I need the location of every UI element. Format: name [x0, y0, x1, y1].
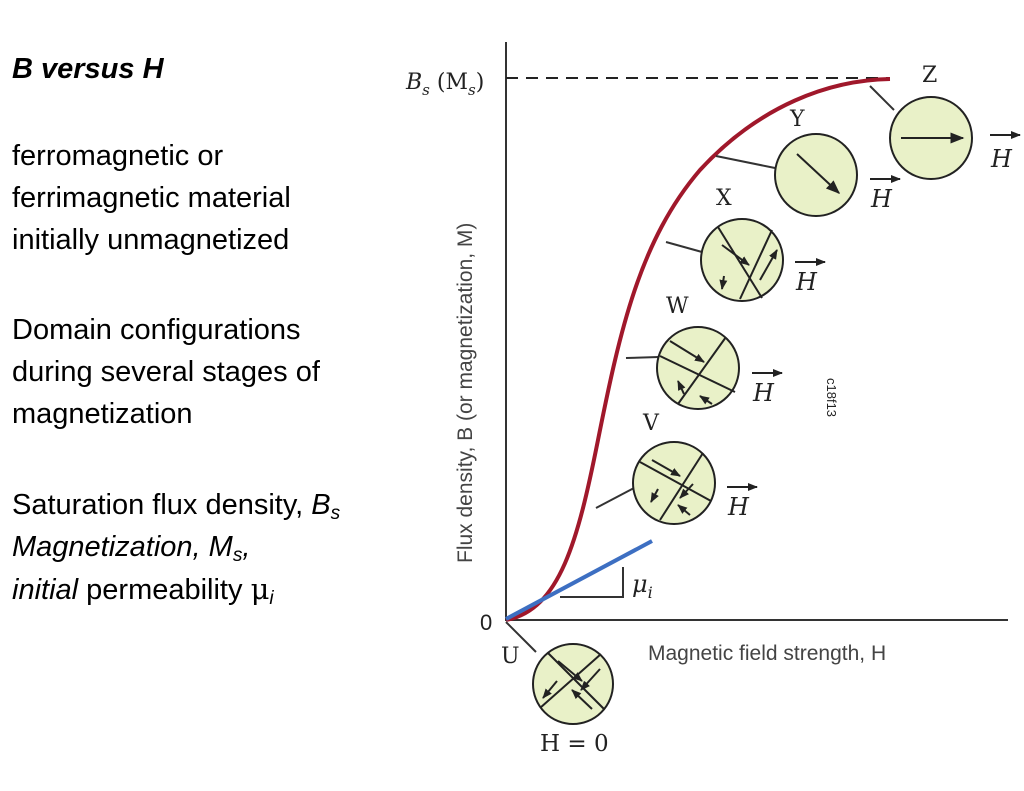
- leader-u: [505, 621, 537, 653]
- stage-label-z: Z: [922, 63, 937, 88]
- magnetization-subscript: s: [232, 544, 243, 566]
- figure-code: c18f13: [824, 378, 839, 417]
- domain-circle-z: [889, 96, 973, 180]
- domain-description: Domain configurations during several sta…: [12, 309, 320, 435]
- stage-label-x: X: [716, 186, 732, 211]
- domain-line: Domain configurations: [12, 314, 301, 346]
- initial-slope-line: [505, 539, 653, 621]
- field-label-x: H: [795, 268, 818, 296]
- material-line: initially unmagnetized: [12, 224, 290, 256]
- permeability-line: initial permeability μi: [12, 568, 340, 611]
- domain-circle-y: [774, 133, 858, 217]
- saturation-text: Saturation flux density,: [12, 489, 312, 521]
- saturation-subscript: s: [330, 502, 341, 524]
- domain-circle-v: [632, 441, 716, 525]
- field-label-w: H: [752, 379, 775, 407]
- leader-w: [625, 356, 660, 359]
- magnetization-comma: ,: [242, 531, 251, 563]
- material-description: ferromagnetic or ferrimagnetic material …: [12, 135, 291, 261]
- stage-label-w: W: [666, 294, 689, 319]
- stage-label-u: U: [501, 644, 520, 669]
- domain-circle-x: [700, 218, 784, 302]
- domain-line: magnetization: [12, 398, 193, 430]
- origin-label: 0: [480, 610, 492, 635]
- leader-z: [869, 85, 895, 111]
- property-list: Saturation flux density, Bs Magnetizatio…: [12, 484, 340, 611]
- stage-label-y: Y: [789, 107, 805, 132]
- permeability-subscript: i: [269, 587, 274, 609]
- domain-line: during several stages of: [12, 356, 320, 388]
- domain-circle-u: [532, 643, 614, 725]
- x-axis-label: Magnetic field strength, H: [648, 642, 886, 665]
- title: B versus H: [12, 53, 164, 85]
- stage-label-v: V: [642, 411, 660, 436]
- field-label-y: H: [870, 185, 893, 213]
- leader-y: [715, 155, 776, 169]
- magnetization-text: Magnetization, M: [12, 531, 233, 563]
- slope-triangle: [560, 567, 624, 598]
- leader-v: [595, 487, 635, 509]
- saturation-line: Saturation flux density, Bs: [12, 484, 340, 526]
- field-label-z: H: [990, 145, 1013, 173]
- material-line: ferromagnetic or: [12, 140, 224, 172]
- field-label-v: H: [727, 493, 750, 521]
- saturation-axis-label: Bs (Ms): [405, 70, 484, 99]
- zero-field-label: H = 0: [540, 731, 609, 757]
- magnetization-curve: [505, 77, 891, 622]
- leader-x: [665, 241, 703, 253]
- magnetization-line: Magnetization, Ms,: [12, 526, 340, 568]
- saturation-symbol: B: [311, 489, 331, 521]
- slope-label: μi: [632, 570, 653, 602]
- domain-circle-w: [656, 326, 740, 410]
- material-line: ferrimagnetic material: [12, 182, 291, 214]
- y-axis-label: Flux density, B (or magnetization, M): [454, 223, 477, 563]
- permeability-text: permeability: [78, 574, 251, 606]
- permeability-symbol: μ: [250, 572, 270, 606]
- permeability-italic: initial: [12, 574, 79, 606]
